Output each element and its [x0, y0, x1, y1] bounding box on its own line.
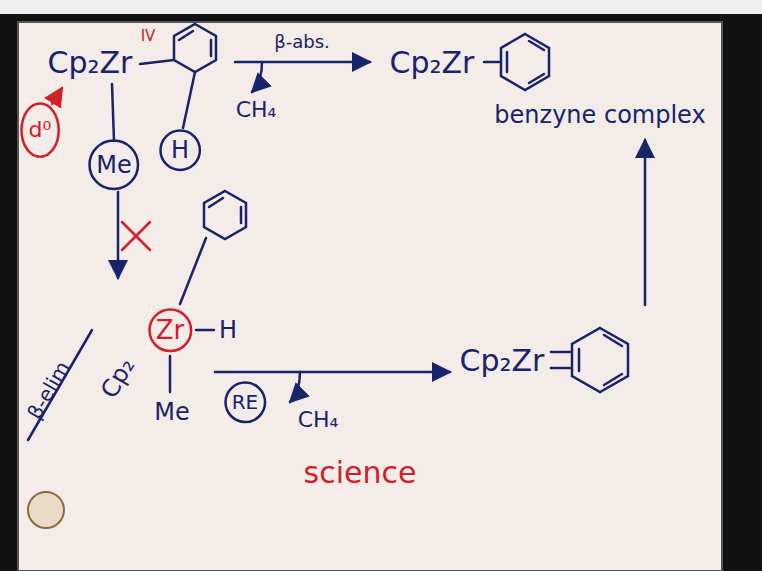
- up-arrow: [644, 140, 647, 305]
- circled-note: d⁰: [20, 102, 60, 158]
- node-text: Zr: [156, 316, 185, 345]
- double-bond: [179, 31, 193, 40]
- phenyl-ring: [174, 24, 216, 72]
- zr-c-bond: [180, 238, 206, 304]
- zr-benzyne-bond: [551, 351, 570, 354]
- ligand-label: Cp₂: [96, 353, 140, 402]
- complex-formula: Cp₂Zr: [390, 46, 475, 79]
- oxidation-state: IV: [141, 28, 156, 45]
- zr-benzyne-bond: [484, 61, 499, 64]
- structures: [28, 24, 645, 440]
- loss-arrow: [252, 62, 262, 92]
- circled-metal: Zr: [148, 308, 193, 353]
- c-h-bond: [183, 72, 195, 128]
- zr-h-bond: [196, 329, 214, 332]
- zr-benzyne-bond: [551, 367, 570, 370]
- struck-label: β-elim: [23, 357, 73, 422]
- double-bond: [210, 40, 213, 56]
- methyl-label: Me: [154, 399, 189, 425]
- node-text: H: [171, 137, 189, 163]
- node-text: RE: [232, 391, 259, 413]
- double-bond: [604, 335, 622, 346]
- circle-outline: [21, 103, 58, 156]
- zr-c-bond: [140, 60, 174, 64]
- node-text: Me: [96, 152, 131, 178]
- double-bond: [209, 198, 223, 207]
- cross-mark: [122, 222, 150, 250]
- arrow-label: β-abs.: [274, 32, 330, 52]
- product-name: benzyne complex: [494, 102, 705, 128]
- cross-mark: [122, 222, 150, 250]
- reaction-arrow: [235, 61, 370, 64]
- loss-arrow: [290, 372, 300, 402]
- complex-formula: Cp₂Zr: [48, 46, 133, 79]
- pointer-arrow: [52, 88, 62, 104]
- circle-outline: [225, 382, 265, 422]
- phenyl-ring: [204, 191, 246, 239]
- benzyne-ring: [572, 328, 628, 392]
- benzyne-ring: [501, 34, 549, 90]
- zr-me-bond: [169, 356, 172, 392]
- double-bond: [529, 74, 544, 83]
- zr-me-bond: [112, 84, 114, 141]
- byproduct: CH₄: [298, 408, 339, 432]
- triple-bond: [578, 349, 581, 371]
- circled-step: RE: [224, 381, 267, 424]
- triple-bond: [506, 52, 509, 72]
- double-bond: [529, 41, 544, 50]
- byproduct: CH₄: [236, 98, 277, 122]
- circle-outline: [160, 130, 199, 169]
- circle-outline: [90, 141, 138, 189]
- note: science: [304, 456, 417, 489]
- circled-group: Me: [88, 139, 139, 190]
- circle-outline: [149, 309, 191, 351]
- circled-group: H: [159, 129, 201, 171]
- double-bond: [240, 207, 243, 223]
- reaction-arrow: [215, 371, 450, 374]
- top-strip: [0, 0, 762, 14]
- node-text: d⁰: [29, 118, 52, 142]
- hydride-label: H: [219, 317, 237, 343]
- annotations: [52, 88, 150, 250]
- whiteboard: [18, 22, 722, 571]
- complex-formula: Cp₂Zr: [460, 344, 545, 377]
- down-arrow: [117, 192, 120, 278]
- double-bond: [604, 374, 622, 385]
- logo: [28, 492, 64, 528]
